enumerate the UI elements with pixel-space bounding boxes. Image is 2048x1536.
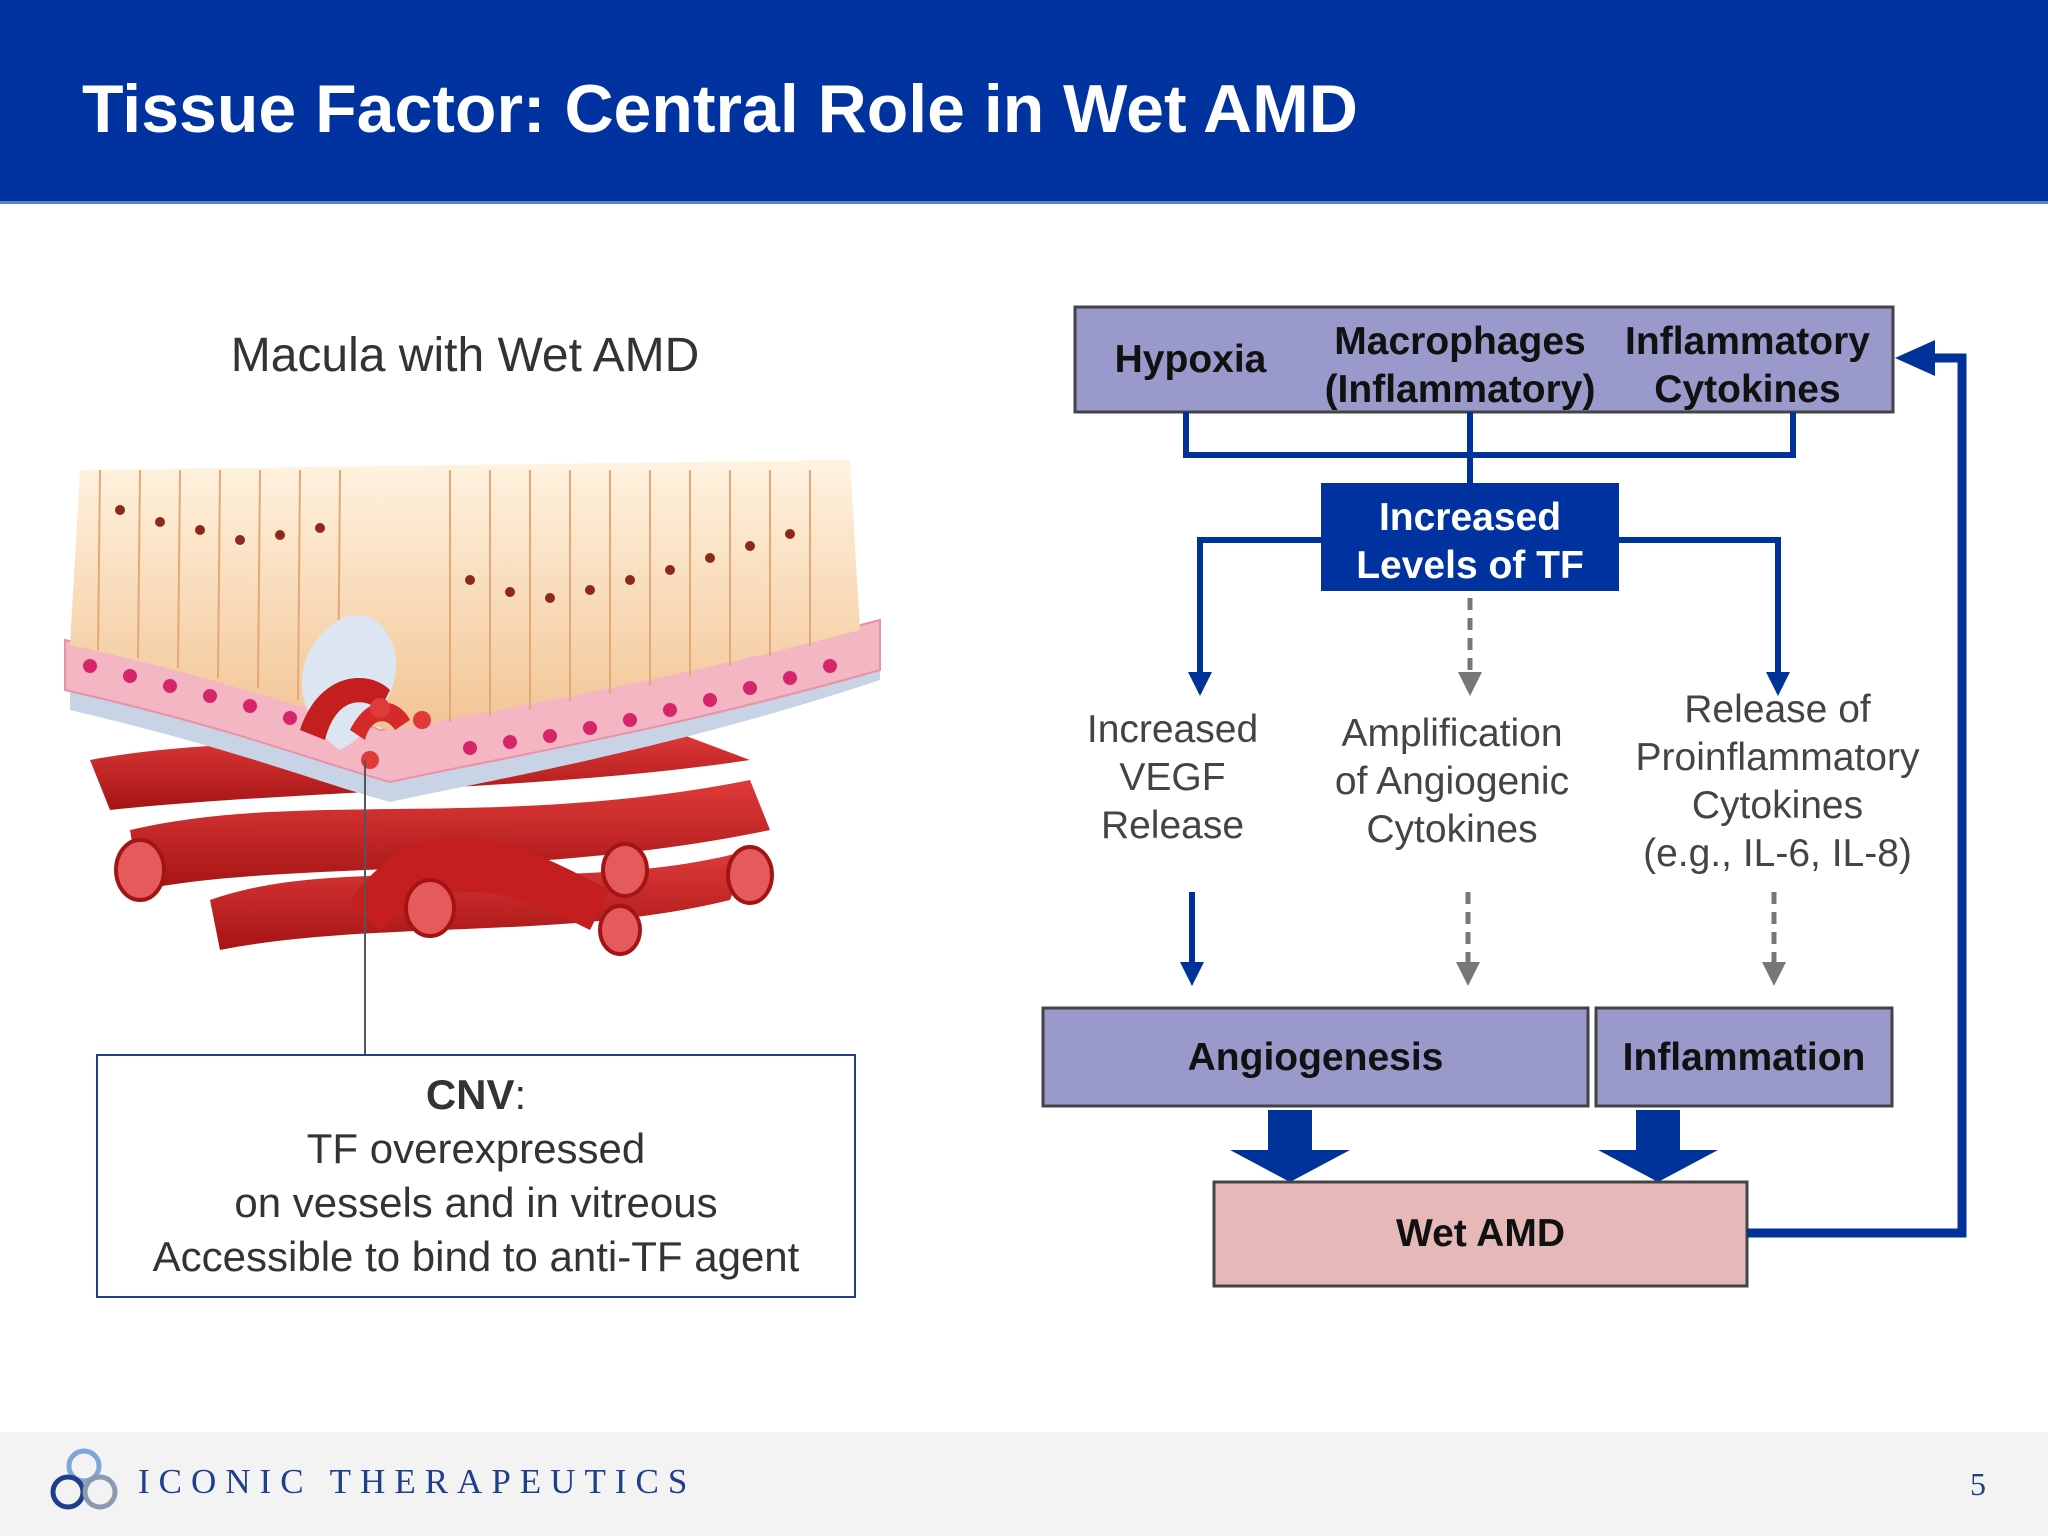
rpe-nuclei [83,659,837,755]
amplification-label-1: Amplification [1341,712,1563,755]
release-label-1: Release of [1684,688,1871,731]
cnv-info-box: CNV: TF overexpressed on vessels and in … [96,1054,856,1298]
cytokines-label-1: Inflammatory [1625,320,1870,363]
tf-label-1: Increased [1378,496,1562,539]
input-bracket [1183,412,1796,485]
cnv-lesion [300,615,431,769]
page-number: 5 [1970,1466,1986,1502]
slide-title: Tissue Factor: Central Role in Wet AMD [82,71,1358,147]
release-label-3: Cytokines [1691,784,1864,827]
company-name: ICONIC THERAPEUTICS [138,1462,697,1501]
dashed-arrowhead-center [1458,672,1482,696]
angiogenesis-box [1041,1006,1590,1108]
cnv-label: CNV [425,1071,515,1118]
release-label-2: Proinflammatory [1635,736,1920,779]
tf-box [1321,483,1619,591]
footer [0,1432,2048,1536]
vegf-label-2: VEGF [1119,756,1226,799]
dashed-arrowhead-amp [1456,962,1480,986]
feedback-loop [1747,353,1967,1238]
block-arrow-inflammation [1598,1110,1718,1182]
flow-diagram [1041,305,1967,1288]
company-logo-icon [50,1448,118,1510]
amplification-label-2: of Angiogenic [1334,760,1570,803]
photoreceptor-nuclei [115,505,795,603]
title-bar: Tissue Factor: Central Role in Wet AMD [0,0,2048,204]
cnv-line-2: on vessels and in vitreous [234,1179,718,1226]
vegf-label-3: Release [1100,804,1245,847]
hypoxia-label: Hypoxia [1114,338,1267,381]
release-label-4: (e.g., IL-6, IL-8) [1643,832,1912,875]
illustration-title: Macula with Wet AMD [230,329,700,382]
feedback-arrowhead [1895,340,1935,376]
amplification-label-3: Cytokines [1366,808,1538,851]
vegf-label-1: Increased [1086,708,1259,751]
photoreceptor-lines [97,469,811,722]
macula-illustration [64,460,881,1054]
wet-amd-label: Wet AMD [1396,1212,1565,1255]
cytokines-label-2: Cytokines [1654,368,1841,411]
inflammation-box [1594,1006,1894,1108]
block-arrow-angiogenesis [1230,1110,1350,1182]
macrophages-label-2: (Inflammatory) [1324,368,1596,411]
cnv-colon: : [514,1071,527,1118]
arrowhead-vegf [1180,962,1204,986]
arrow-to-release [1766,672,1790,696]
tf-label-2: Levels of TF [1356,544,1584,587]
cnv-line-1: TF overexpressed [306,1125,646,1172]
inflammation-label: Inflammation [1622,1036,1866,1079]
angiogenesis-label: Angiogenesis [1187,1036,1444,1079]
macrophages-label-1: Macrophages [1334,320,1586,363]
cnv-line-3: Accessible to bind to anti-TF agent [152,1233,800,1280]
tf-side-connectors [1197,537,1781,680]
photoreceptor-layer [70,460,860,730]
arrow-to-vegf [1188,672,1212,696]
wet-amd-box [1212,1180,1749,1288]
inputs-box [1073,305,1895,414]
dashed-arrowhead-release [1762,962,1786,986]
